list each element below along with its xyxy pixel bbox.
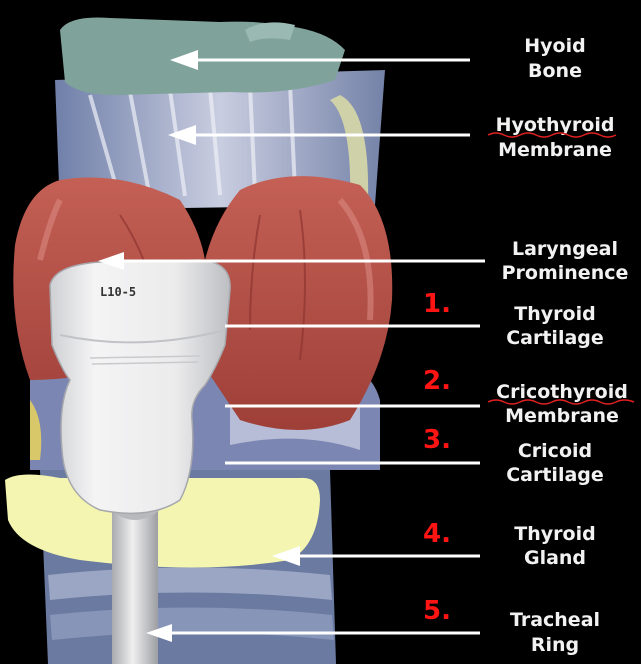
step-number: 5. <box>423 596 451 626</box>
label-line2: Cartilage <box>506 464 604 486</box>
label-cricoid-cartilage: 3. Cricoid Cartilage <box>423 425 604 486</box>
label-line1: Laryngeal <box>512 238 618 260</box>
label-line2: Prominence <box>502 262 629 284</box>
label-line2: Ring <box>531 634 579 656</box>
label-thyroid-gland: 4. Thyroid Gland <box>423 519 596 569</box>
label-line1: Cricoid <box>518 440 592 462</box>
probe-model-label: L10-5 <box>100 285 136 299</box>
step-number: 3. <box>423 425 451 455</box>
label-line1: Thyroid <box>514 523 595 545</box>
label-laryngeal-prominence: Laryngeal Prominence <box>502 238 629 284</box>
label-line2: Membrane <box>505 405 619 427</box>
label-line1: Tracheal <box>510 609 600 631</box>
label-hyothyroid-membrane: Hyothyroid Membrane <box>488 114 616 161</box>
label-tracheal-ring: 5. Tracheal Ring <box>423 596 600 656</box>
label-line2: Bone <box>528 60 582 82</box>
label-line2: Gland <box>524 547 586 569</box>
hyoid-bone <box>60 18 345 96</box>
label-cricothyroid-membrane: 2. Cricothyroid Membrane <box>423 366 634 427</box>
label-line1: Hyothyroid <box>496 114 615 136</box>
label-line2: Membrane <box>498 139 612 161</box>
label-line1: Thyroid <box>514 303 595 325</box>
labels: Hyoid Bone Hyothyroid Membrane Laryngeal… <box>423 35 634 656</box>
step-number: 2. <box>423 366 451 396</box>
step-number: 1. <box>423 289 451 319</box>
label-thyroid-cartilage: 1. Thyroid Cartilage <box>423 289 604 349</box>
step-number: 4. <box>423 519 451 549</box>
label-line1: Hyoid <box>524 35 585 57</box>
label-hyoid-bone: Hyoid Bone <box>524 35 585 82</box>
label-line2: Cartilage <box>506 327 604 349</box>
